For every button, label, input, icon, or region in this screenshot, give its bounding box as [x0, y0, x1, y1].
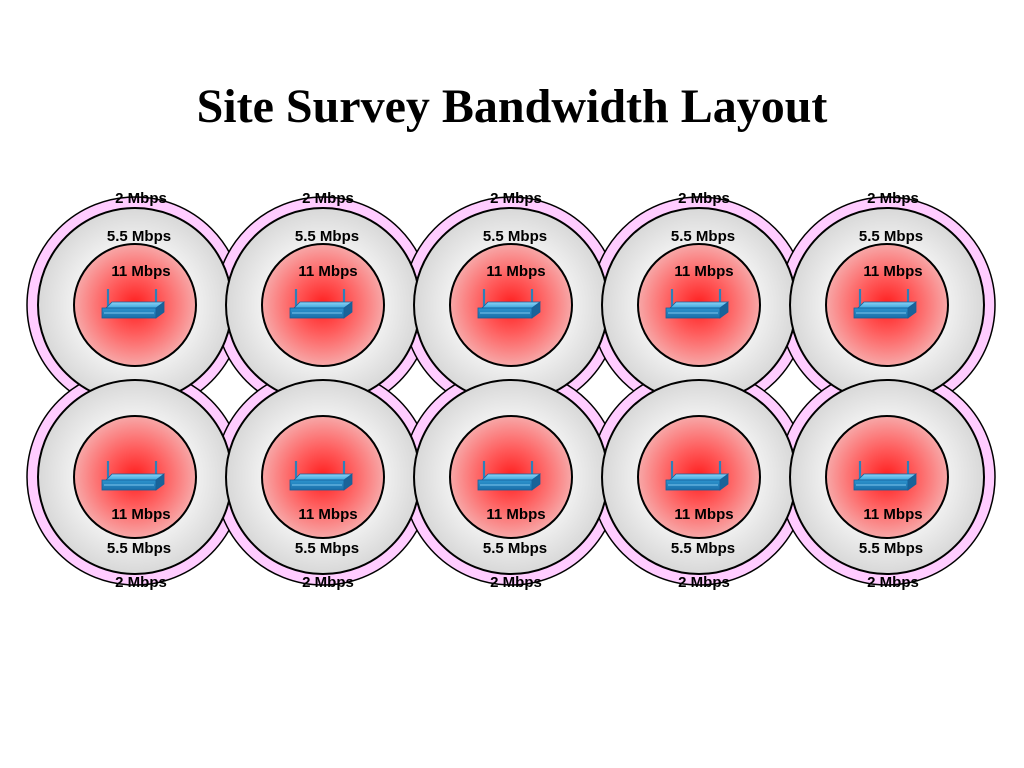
middle-zone-label: 5.5 Mbps — [107, 540, 171, 557]
middle-zone-label: 5.5 Mbps — [107, 228, 171, 245]
middle-zone-label: 5.5 Mbps — [671, 228, 735, 245]
middle-zone-label: 5.5 Mbps — [483, 540, 547, 557]
wireless-access-point-icon — [289, 461, 353, 491]
middle-zone-label: 5.5 Mbps — [859, 228, 923, 245]
outer-zone-label: 2 Mbps — [867, 190, 919, 207]
wireless-access-point-icon — [477, 461, 541, 491]
inner-zone-label: 11 Mbps — [674, 506, 733, 523]
inner-zone-label: 11 Mbps — [863, 263, 922, 280]
outer-zone-label: 2 Mbps — [302, 574, 354, 591]
wireless-access-point-icon — [101, 461, 165, 491]
middle-zone-label: 5.5 Mbps — [671, 540, 735, 557]
wireless-access-point-icon — [477, 289, 541, 319]
outer-zone-label: 2 Mbps — [867, 574, 919, 591]
middle-zone-label: 5.5 Mbps — [859, 540, 923, 557]
inner-zone-label: 11 Mbps — [111, 506, 170, 523]
inner-zone-label: 11 Mbps — [298, 506, 357, 523]
wireless-access-point-icon — [665, 461, 729, 491]
wireless-access-point-icon — [665, 289, 729, 319]
middle-zone-label: 5.5 Mbps — [483, 228, 547, 245]
outer-zone-label: 2 Mbps — [490, 574, 542, 591]
wireless-access-point-icon — [853, 461, 917, 491]
page-title: Site Survey Bandwidth Layout — [196, 80, 828, 133]
outer-zone-label: 2 Mbps — [678, 190, 730, 207]
inner-zone-label: 11 Mbps — [486, 506, 545, 523]
inner-zone-label: 11 Mbps — [111, 263, 170, 280]
outer-zone-label: 2 Mbps — [490, 190, 542, 207]
inner-zone-label: 11 Mbps — [674, 263, 733, 280]
inner-zone-label: 11 Mbps — [298, 263, 357, 280]
inner-zone-label: 11 Mbps — [863, 506, 922, 523]
wireless-access-point-icon — [101, 289, 165, 319]
wireless-access-point-icon — [853, 289, 917, 319]
outer-zone-label: 2 Mbps — [302, 190, 354, 207]
label-layer: 2 Mbps 5.5 Mbps 11 Mbps 2 Mbps 5.5 Mbps 11 Mb… — [107, 190, 923, 591]
access-point-layer — [101, 289, 917, 491]
middle-zone-label: 5.5 Mbps — [295, 540, 359, 557]
outer-zone-label: 2 Mbps — [115, 574, 167, 591]
outer-zone-label: 2 Mbps — [678, 574, 730, 591]
inner-zone-label: 11 Mbps — [486, 263, 545, 280]
wireless-access-point-icon — [289, 289, 353, 319]
outer-zone-label: 2 Mbps — [115, 190, 167, 207]
middle-zone-label: 5.5 Mbps — [295, 228, 359, 245]
